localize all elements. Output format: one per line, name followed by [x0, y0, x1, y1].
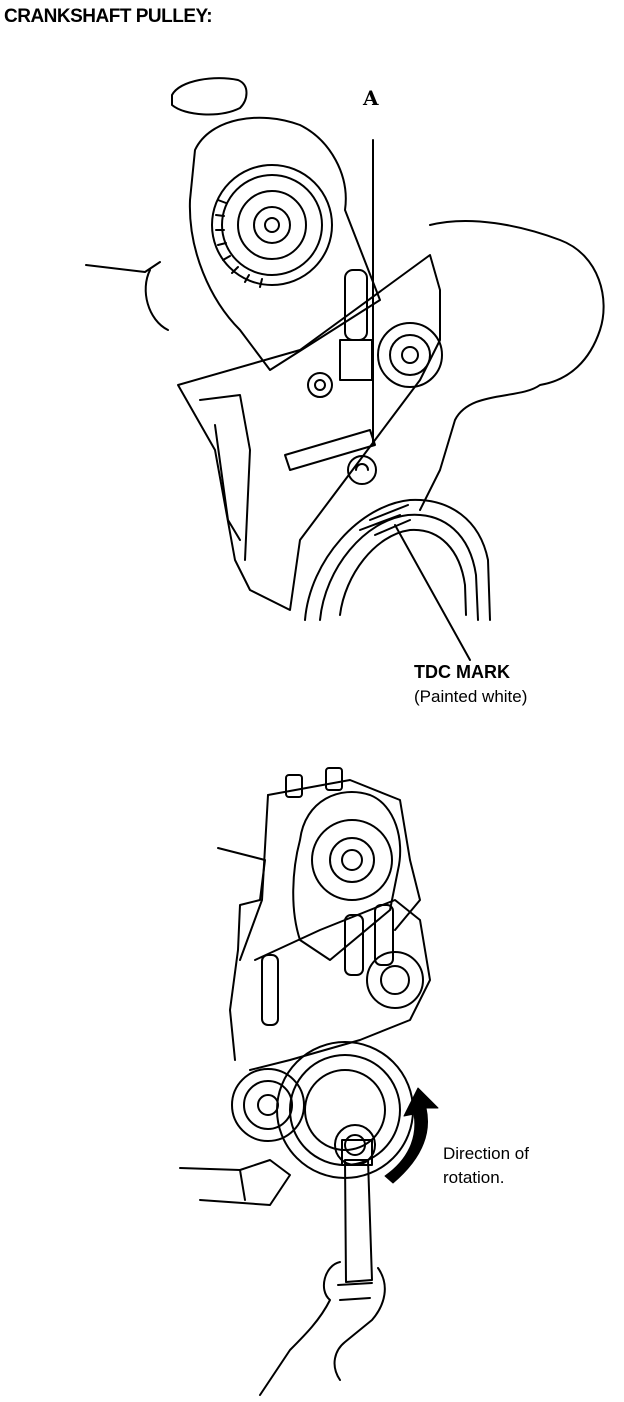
rotation-direction-line1: Direction of — [443, 1144, 529, 1163]
tdc-mark-note: (Painted white) — [414, 687, 528, 706]
rotation-direction-label: Direction of rotation. — [443, 1142, 529, 1190]
callout-a-label: A — [363, 86, 379, 110]
diagram-title: CRANKSHAFT PULLEY: — [4, 6, 213, 27]
ratchet-wrench — [344, 1159, 373, 1283]
top-engine-view — [85, 77, 605, 661]
bottom-engine-view — [179, 767, 431, 1396]
rotation-direction-line2: rotation. — [443, 1168, 505, 1187]
rotation-arrow-icon — [384, 1087, 439, 1184]
hand — [259, 1261, 386, 1396]
tdc-mark-label: TDC MARK — [414, 662, 510, 682]
